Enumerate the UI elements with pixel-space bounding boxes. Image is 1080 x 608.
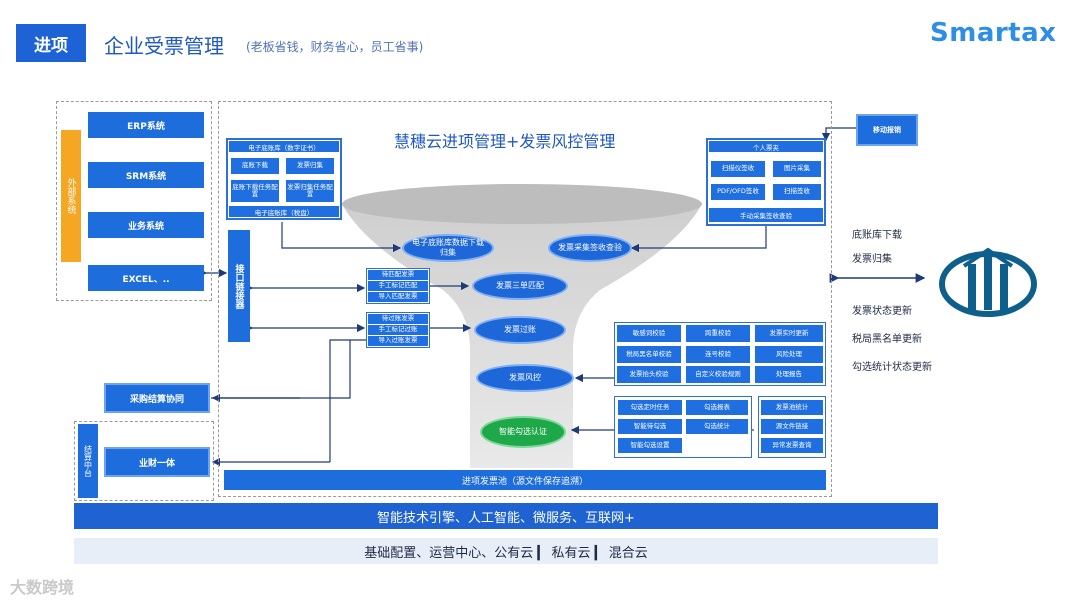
platform-bar: 智能技术引擎、人工智能、微服务、互联网+: [74, 503, 938, 529]
selection-smart-pending: 智能待勾选: [618, 419, 682, 434]
posting-pending: 待过账发票: [368, 314, 428, 324]
risk-serial-number: 连号校验: [686, 346, 750, 363]
ellipse-smart-selection: 智能勾选认证: [480, 416, 566, 448]
pdf-ofd-signin: PDF/OFD签收: [711, 184, 765, 200]
scanner-signin: 扫描仪签收: [711, 161, 765, 177]
risk-title-check: 发票抬头校验: [617, 366, 681, 383]
brand-logo: Smartax: [930, 18, 1057, 48]
match-pending: 待匹配发票: [368, 270, 428, 280]
ellipse-capture-verify: 发票采集签收查验: [548, 234, 632, 262]
selection-settings: 智能勾选设置: [618, 438, 682, 453]
funnel-top: [342, 184, 702, 224]
main-platform-frame: [218, 101, 832, 497]
excel-box: EXCEL、..: [88, 265, 204, 291]
e-account-collect-task: 发票归集任务配置: [286, 180, 334, 202]
watermark: 大数跨境: [10, 578, 75, 597]
e-account-download-task: 底账下载任务配置: [231, 180, 279, 202]
external-systems-label: 外部系统: [61, 130, 81, 262]
image-capture: 图片采集: [773, 161, 821, 177]
e-account-download: 底账下载: [231, 158, 279, 174]
e-account-footer: 电子底账库（税盘）: [229, 206, 339, 217]
business-system-box: 业务系统: [88, 212, 204, 238]
ellipse-risk-control: 发票风控: [476, 364, 574, 392]
selection-statistics: 勾选统计: [686, 419, 748, 434]
ellipse-three-way-match: 发票三单匹配: [472, 272, 568, 300]
risk-custom-rules: 自定义校验规则: [686, 366, 750, 383]
srm-system-box: SRM系统: [88, 162, 204, 188]
cloud-bar: 基础配置、运营中心、公有云 ▎ 私有云 ▎ 混合云: [74, 538, 938, 564]
tax-side-download: 底账库下载: [852, 230, 902, 241]
section-tag: 进项: [16, 24, 86, 62]
purchase-settlement-collab: 采购结算协同: [104, 383, 210, 413]
source-file-link: 源文件链接: [761, 419, 823, 434]
abnormal-invoice-query: 异常发票查询: [761, 438, 823, 453]
mobile-reimbursement: 移动报销: [856, 114, 918, 146]
risk-duplicate: 跨重校验: [686, 325, 750, 342]
settlement-center-frame: [74, 421, 214, 501]
selection-scheduled: 勾选定时任务: [618, 400, 682, 415]
risk-report: 处理报告: [755, 366, 823, 383]
tax-bureau-icon: [939, 247, 1037, 317]
external-systems-frame: [56, 101, 212, 301]
risk-realtime-update: 发票实时更新: [755, 325, 823, 342]
selection-report: 勾选报表: [686, 400, 748, 415]
e-account-header: 电子底账库（数字证书）: [229, 141, 339, 152]
finance-business-unity: 业财一体: [104, 447, 210, 477]
e-account-collect: 发票归集: [286, 158, 334, 174]
page-subtitle: (老板省钱，财务省心，员工省事): [246, 40, 424, 54]
match-manual: 手工标记匹配: [368, 281, 428, 291]
risk-handling: 风险处理: [755, 346, 823, 363]
personal-folder-header: 个人票夹: [709, 141, 823, 152]
pool-statistics: 发票池统计: [761, 400, 823, 415]
erp-system-box: ERP系统: [88, 112, 204, 138]
tax-side-status-update: 发票状态更新: [852, 306, 912, 317]
invoice-pool-bar: 进项发票池（源文件保存追溯）: [224, 470, 826, 490]
main-title: 慧穗云进项管理+发票风控管理: [394, 132, 616, 151]
settlement-center-label: 结算中台: [78, 424, 98, 498]
tax-side-blacklist-update: 税局黑名单更新: [852, 334, 922, 345]
risk-sensitive-word: 敏感词校验: [617, 325, 681, 342]
interface-connector: 接口链接器: [228, 230, 250, 342]
ellipse-download-collect: 电子底账库数据下载归集: [402, 234, 494, 262]
risk-blacklist: 税局黑名单校验: [617, 346, 681, 363]
scan-signin: 扫描签收: [773, 184, 821, 200]
posting-import: 导入过账发票: [368, 336, 428, 346]
ellipse-posting: 发票过账: [474, 316, 566, 344]
posting-manual: 手工标记过账: [368, 325, 428, 335]
personal-folder-footer: 手动采集签收查验: [709, 208, 823, 222]
page-title: 企业受票管理: [104, 34, 224, 58]
tax-side-collect: 发票归集: [852, 254, 892, 265]
match-import: 导入匹配发票: [368, 292, 428, 302]
tax-side-selection-update: 勾选统计状态更新: [852, 362, 932, 373]
